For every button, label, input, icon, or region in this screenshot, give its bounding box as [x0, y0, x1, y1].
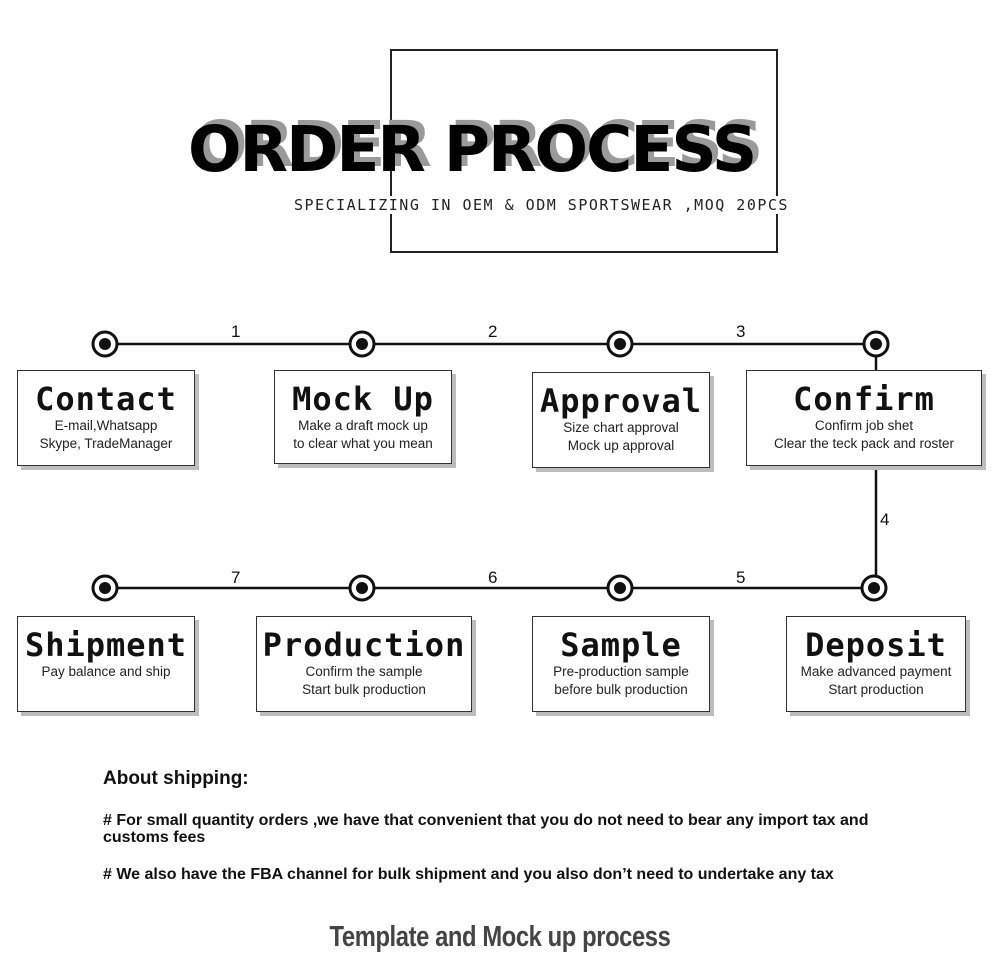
step-description: Pay balance and ship — [41, 664, 171, 679]
connector-lines — [105, 342, 878, 590]
page-subtitle: SPECIALIZING IN OEM & ODM SPORTSWEAR ,MO… — [290, 196, 793, 214]
step-number: 3 — [736, 322, 746, 341]
step-title: Shipment — [24, 626, 188, 664]
process-connectors — [91, 330, 890, 602]
step-description: to clear what you mean — [293, 436, 433, 451]
step-description: Make a draft mock up — [298, 418, 428, 433]
step-title: Sample — [560, 626, 682, 664]
step-description: Size chart approval — [563, 420, 679, 435]
step-description: Mock up approval — [567, 438, 675, 453]
title-frame — [390, 49, 778, 253]
step-title: Confirm — [793, 380, 935, 418]
step-title: Deposit — [805, 626, 947, 664]
step-number: 2 — [488, 322, 498, 341]
step-description: Confirm the sample — [305, 664, 423, 679]
shipping-note-2: # We also have the FBA channel for bulk … — [103, 866, 834, 883]
connector-node — [606, 330, 634, 358]
step-number: 5 — [736, 568, 746, 587]
connector-node — [91, 574, 119, 602]
step-title: Production — [262, 626, 466, 664]
page-title: ORDER PROCESS ORDER PROCESS — [188, 108, 788, 190]
shipping-note-1: # For small quantity orders ,we have tha… — [103, 812, 869, 846]
step-number: 4 — [880, 510, 890, 529]
step-number: 6 — [488, 568, 498, 587]
step-title: Approval — [539, 382, 703, 420]
step-description: before bulk production — [554, 682, 688, 697]
step-description: Pre-production sample — [553, 664, 689, 679]
connector-nodes — [91, 330, 890, 602]
connector-node — [348, 330, 376, 358]
step-number: 1 — [231, 322, 241, 341]
step-title: Contact — [35, 380, 177, 418]
step-number: 7 — [231, 568, 241, 587]
step-description: Start production — [828, 682, 924, 697]
step-title: Mock Up — [292, 380, 434, 418]
step-description: Start bulk production — [302, 682, 426, 697]
footer-title: Template and Mock up process — [329, 921, 671, 953]
page-title-shadow: ORDER PROCESS — [194, 108, 763, 181]
connector-node — [606, 574, 634, 602]
connector-node — [860, 574, 888, 602]
step-description: Skype, TradeManager — [39, 436, 173, 451]
step-description: E-mail,Whatsapp — [54, 418, 158, 433]
step-description: Make advanced payment — [800, 664, 952, 679]
shipping-heading: About shipping: — [103, 768, 249, 789]
step-description: Confirm job shet — [814, 418, 914, 433]
page-title-text: ORDER PROCESS — [188, 113, 757, 186]
connector-node — [348, 574, 376, 602]
connector-node — [862, 330, 890, 358]
step-description: Clear the teck pack and roster — [773, 436, 955, 451]
connector-node — [91, 330, 119, 358]
